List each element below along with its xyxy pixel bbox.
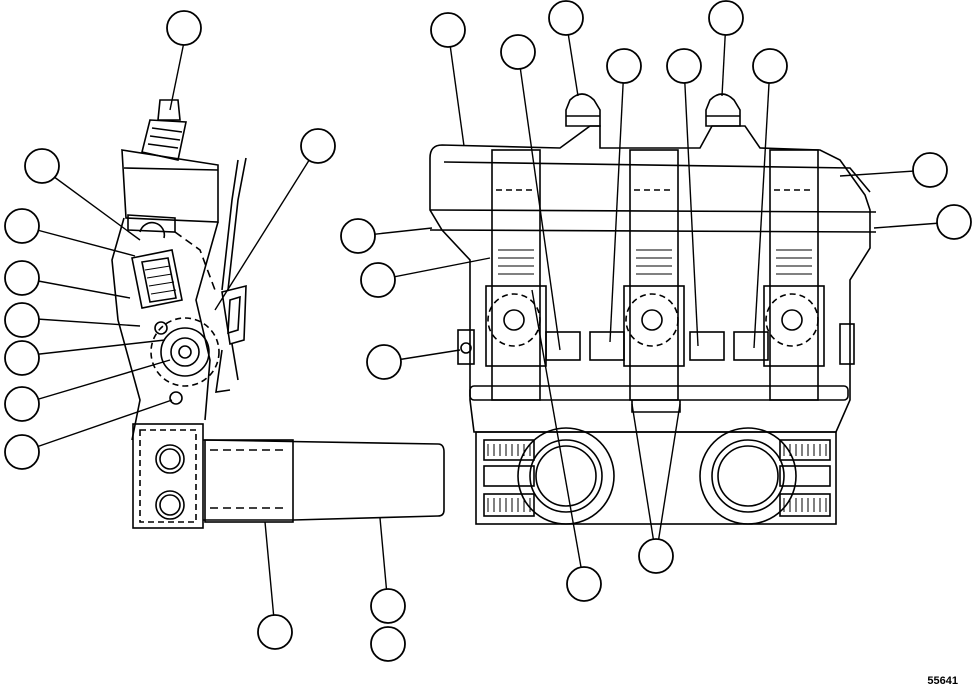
callout-20 bbox=[912, 152, 948, 188]
callout-17 bbox=[606, 48, 642, 84]
callout-leaders bbox=[21, 19, 955, 631]
base-plate bbox=[202, 439, 445, 523]
cylinder-columns bbox=[491, 149, 819, 401]
callout-9 bbox=[300, 128, 336, 164]
valve-blocks bbox=[485, 285, 825, 367]
callout-13 bbox=[430, 12, 466, 48]
top-caps bbox=[565, 93, 741, 127]
callout-12 bbox=[370, 626, 406, 662]
callout-14 bbox=[548, 0, 584, 36]
callout-18 bbox=[666, 48, 702, 84]
valve-cartridge bbox=[131, 221, 183, 309]
callout-25 bbox=[566, 566, 602, 602]
callout-15 bbox=[708, 0, 744, 36]
top-fitting bbox=[141, 99, 187, 161]
callout-11 bbox=[370, 588, 406, 624]
callout-8 bbox=[4, 434, 40, 470]
callout-3 bbox=[4, 208, 40, 244]
callout-5 bbox=[4, 302, 40, 338]
callout-4 bbox=[4, 260, 40, 296]
callout-16 bbox=[500, 34, 536, 70]
lower-rail bbox=[469, 385, 849, 413]
arm-body bbox=[111, 217, 219, 441]
callout-10 bbox=[257, 614, 293, 650]
callout-7 bbox=[4, 386, 40, 422]
pivot-hub bbox=[150, 317, 220, 405]
callout-19 bbox=[752, 48, 788, 84]
callout-24 bbox=[366, 344, 402, 380]
callout-22 bbox=[340, 218, 376, 254]
front-view-assembly bbox=[429, 93, 877, 525]
callouts bbox=[4, 0, 972, 662]
mount-block bbox=[132, 423, 204, 529]
linkage-rod bbox=[215, 157, 247, 393]
upper-housing bbox=[121, 149, 219, 233]
bottom-base bbox=[475, 427, 837, 525]
callout-6 bbox=[4, 340, 40, 376]
side-pin bbox=[457, 323, 855, 365]
callout-2 bbox=[24, 148, 60, 184]
callout-23 bbox=[360, 262, 396, 298]
figure-number: 55641 bbox=[927, 675, 958, 687]
callout-26 bbox=[638, 538, 674, 574]
callout-21 bbox=[936, 204, 972, 240]
callout-1 bbox=[166, 10, 202, 46]
side-view-assembly bbox=[111, 99, 445, 529]
